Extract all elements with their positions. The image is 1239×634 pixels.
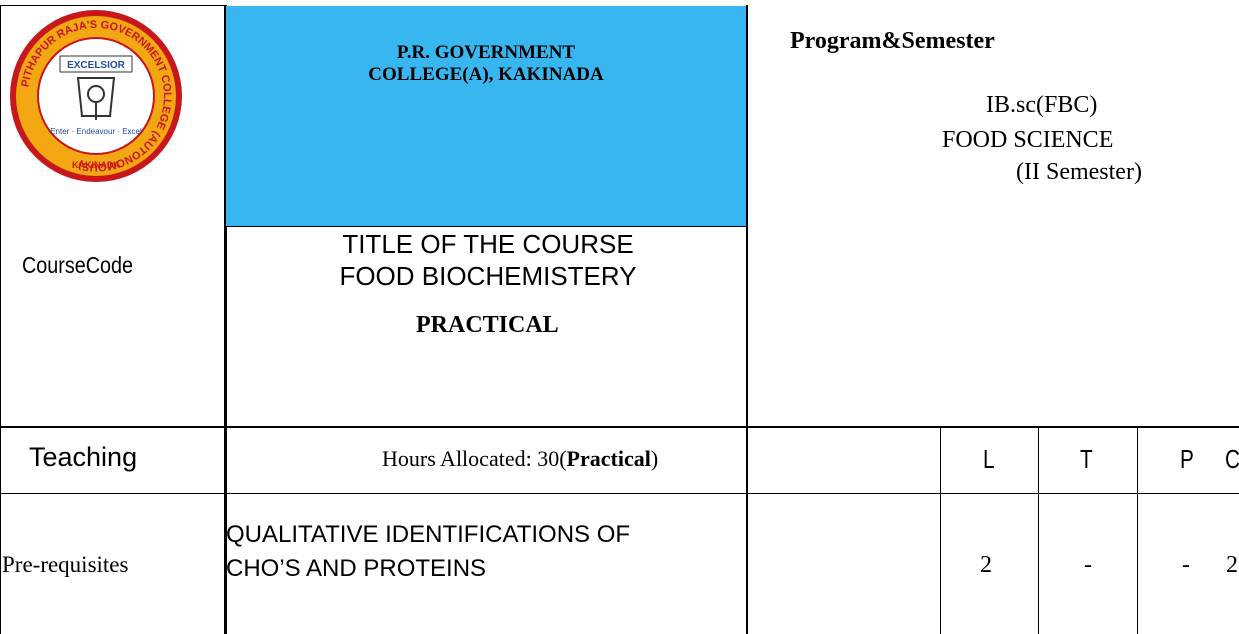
teaching-row-top-border — [0, 426, 1239, 428]
course-title-practical: PRACTICAL — [416, 312, 559, 338]
column-header-c: C — [1225, 444, 1239, 474]
prerequisites-line1: QUALITATIVE IDENTIFICATIONS OF — [226, 521, 631, 548]
college-logo: PITHAPUR RAJA'S GOVERNMENT COLLEGE (AUTO… — [10, 10, 182, 182]
prerequisites-line2: CHO’S AND PROTEINS — [226, 555, 487, 582]
prerequisites-value: QUALITATIVE IDENTIFICATIONS OF CHO’S AND… — [226, 518, 630, 586]
table-left-border — [0, 5, 1, 634]
ltpc-divider-1 — [940, 426, 941, 634]
credit-l-value: 2 — [980, 552, 992, 578]
hours-allocated: Hours Allocated: 30(Practical) — [382, 446, 658, 472]
course-title-line2: FOOD BIOCHEMISTERY — [339, 261, 637, 291]
course-title-line1: TITLE OF THE COURSE — [342, 229, 634, 259]
credit-t-value: - — [1084, 552, 1092, 578]
hours-prefix: Hours Allocated: 30( — [382, 446, 567, 471]
teaching-label: Teaching — [29, 442, 138, 472]
logo-banner-text: EXCELSIOR — [67, 60, 126, 71]
column-header-l: L — [983, 444, 995, 474]
program-semester: (II Semester) — [1016, 159, 1142, 185]
program-name: IB.sc(FBC) — [986, 92, 1098, 118]
hours-suffix: ) — [650, 446, 659, 471]
course-code-label: CourseCode — [22, 252, 134, 278]
ltpc-divider-2 — [1038, 426, 1039, 634]
teaching-row-bottom-border — [0, 493, 1239, 494]
prerequisites-label: Pre-requisites — [2, 552, 129, 577]
program-subject: FOOD SCIENCE — [942, 127, 1114, 153]
column-divider-1 — [224, 5, 227, 634]
college-name-line1: P.R. GOVERNMENT — [396, 42, 576, 63]
logo-city-text: KAKINADA — [72, 160, 120, 170]
column-divider-2 — [746, 5, 748, 634]
header-bottom-border — [226, 226, 748, 227]
credit-c-value: 2 — [1226, 552, 1238, 578]
table-top-border — [0, 5, 226, 6]
logo-motto-text: Enter · Endeavour · Excel — [50, 127, 142, 136]
course-title: TITLE OF THE COURSE FOOD BIOCHEMISTERY — [228, 228, 748, 292]
column-header-p: P — [1180, 444, 1194, 474]
column-header-t: T — [1080, 444, 1093, 474]
ltpc-divider-3 — [1137, 426, 1138, 634]
program-semester-title: Program&Semester — [790, 28, 995, 54]
college-name-line2: COLLEGE(A), KAKINADA — [368, 64, 604, 85]
credit-p-value: - — [1182, 552, 1190, 578]
college-name-header: P.R. GOVERNMENT COLLEGE(A), KAKINADA — [226, 6, 746, 226]
hours-type: Practical — [566, 446, 651, 471]
